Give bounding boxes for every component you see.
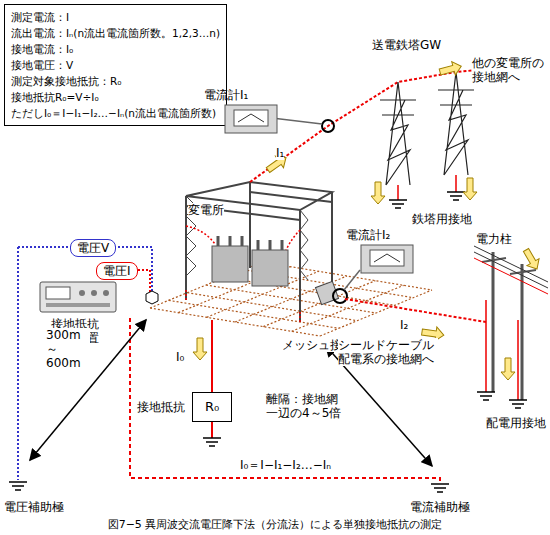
- label-text: 電流計I₁: [204, 88, 284, 102]
- shield-cable: [345, 299, 486, 322]
- legend-box: 測定電流：I流出電流：Iₙ(n流出電流箇所数。1,2,3…n)接地電流：I₀接地…: [4, 4, 227, 126]
- current-clamp: [333, 289, 347, 303]
- annotation-label: I₁: [276, 146, 284, 160]
- pole-ground-wire: [486, 300, 518, 400]
- mesh-line: [225, 277, 395, 305]
- transformer: [212, 236, 288, 286]
- ground-wire-gw: [250, 70, 478, 182]
- annotation-label: 鉄塔用接地: [412, 212, 472, 226]
- ammeter: 電流計I₂: [346, 228, 426, 274]
- annotation-label: 離隔：接地網 一辺の4～5倍: [266, 392, 350, 420]
- current-lead: [130, 318, 440, 482]
- label-text: 測定対象接地抵抗：R₀: [11, 73, 220, 89]
- annotation-label: 変電所: [188, 203, 224, 217]
- dimension-arrow: [30, 320, 146, 460]
- figure-caption: 図7−5 異周波交流電圧降下法（分流法）による単独接地抵抗の測定: [0, 518, 550, 532]
- annotation-label: I₂: [400, 318, 408, 332]
- voltage-lead: [18, 247, 152, 480]
- label-text: 測定電流：I: [11, 9, 220, 25]
- meter-icon: [224, 104, 278, 134]
- annotation-label: 電圧補助極: [4, 500, 64, 514]
- label-text: 接地抵抗R₀=V÷I₀: [11, 89, 220, 105]
- label-text: 流出電流：Iₙ(n流出電流箇所数。1,2,3…n): [11, 25, 220, 41]
- label-text: R₀: [193, 393, 231, 420]
- label-text: ただしI₀＝I−I₁−I₂…−Iₙ(n流出電流箇所数): [11, 105, 220, 121]
- voltage-box: 電圧V: [70, 239, 116, 257]
- label-text: 電圧I: [103, 264, 131, 278]
- label-text: 接地電圧：V: [11, 57, 220, 73]
- label-text: 電流計I₂: [346, 228, 426, 242]
- annotation-label: 電力柱: [476, 232, 512, 246]
- meter-wire: [344, 270, 360, 290]
- annotation-label: I₀: [176, 350, 184, 364]
- current-arrow: [193, 60, 543, 380]
- annotation-label: 300m～ 600m: [46, 328, 90, 370]
- current-clamp: [322, 120, 334, 132]
- label-text: 電圧V: [77, 241, 109, 255]
- annotation-label: 送電鉄塔GW: [372, 38, 441, 52]
- device-icon: [32, 280, 124, 314]
- annotation-label: 電流補助極: [410, 500, 470, 514]
- ammeter: 電流計I₁: [204, 88, 284, 134]
- meter-icon: [360, 244, 414, 274]
- resistor-box: 接地抵抗R₀: [192, 392, 232, 422]
- substation-frame: [186, 182, 332, 322]
- annotation-label: 配電用接地: [486, 416, 546, 430]
- tower-ground-wire: [398, 175, 456, 200]
- ground-wire: [186, 226, 300, 322]
- label-text: 接地抵抗: [137, 400, 185, 414]
- annotation-label: シールドケーブル 配電系の接地網へ: [338, 338, 438, 366]
- power-pole: [474, 246, 548, 400]
- current-box: 電圧I: [96, 262, 138, 280]
- transmission-tower: [380, 72, 474, 185]
- annotation-label: I₀＝I−I₁−I₂…−Iₙ: [240, 458, 331, 472]
- junction-box: [146, 291, 158, 304]
- label-text: 接地電流：I₀: [11, 41, 220, 57]
- meter-wire: [272, 118, 322, 124]
- annotation-label: 他の変電所の 接地網へ: [472, 56, 546, 84]
